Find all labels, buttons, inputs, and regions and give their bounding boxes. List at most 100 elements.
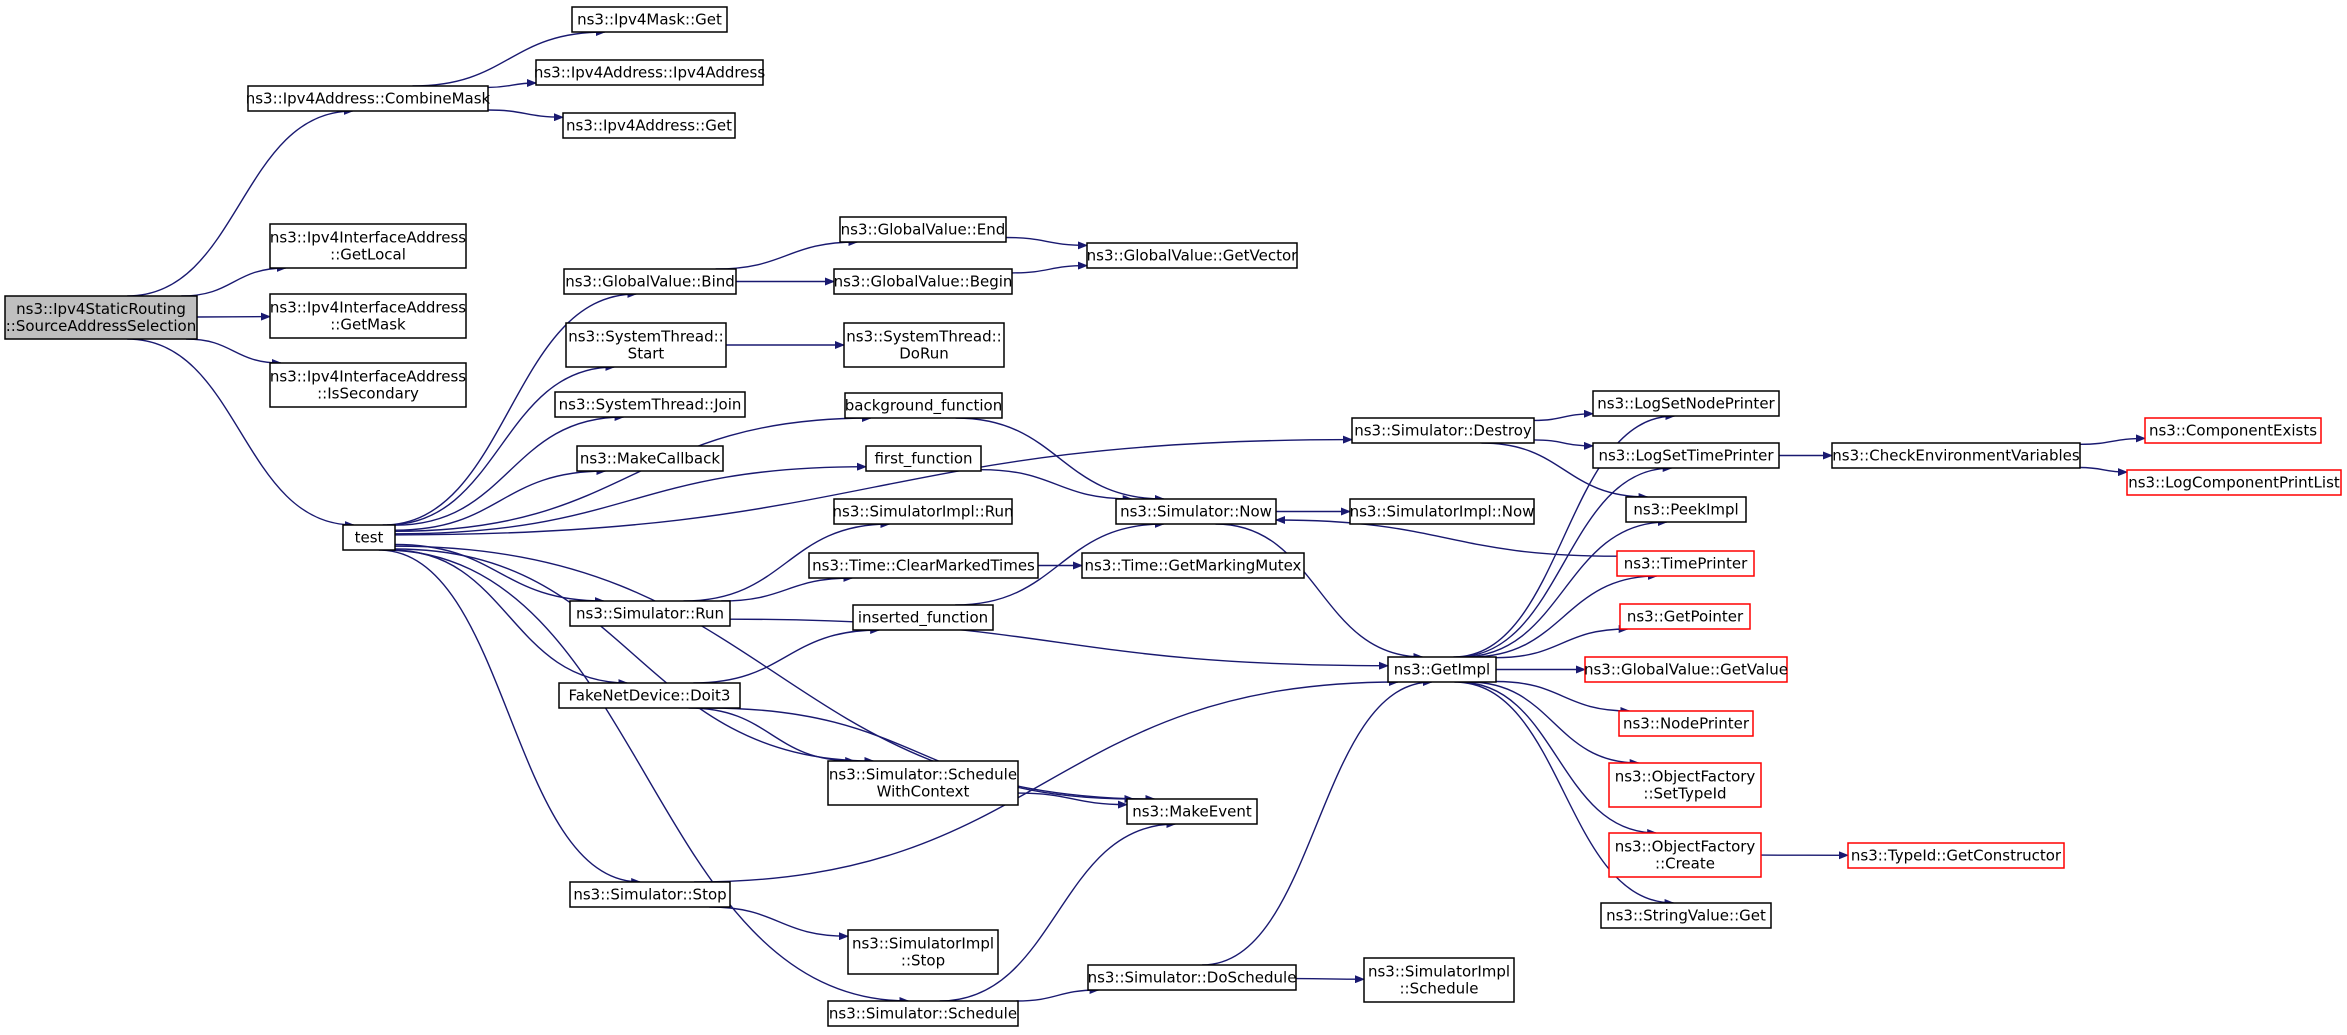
edge-getImpl-to-getPointer <box>1495 625 1629 659</box>
edge-test-to-stJoin <box>394 413 625 526</box>
node-implSched[interactable]: ns3::SimulatorImpl::Schedule <box>1363 957 1515 1003</box>
node-combine[interactable]: ns3::Ipv4Address::CombineMask <box>246 85 491 112</box>
node-box <box>554 391 746 418</box>
node-label: ns3::Simulator::Destroy <box>1354 422 1532 440</box>
node-firstfn[interactable]: first_function <box>865 445 982 472</box>
edge-getImpl-to-logNode <box>1453 412 1676 658</box>
node-logTime[interactable]: ns3::LogSetTimePrinter <box>1592 442 1780 469</box>
node-getImpl[interactable]: ns3::GetImpl <box>1387 656 1497 683</box>
node-getMarking[interactable]: ns3::Time::GetMarkingMutex <box>1081 552 1305 579</box>
node-label: ::SourceAddressSelection <box>6 317 197 335</box>
node-timePrinter[interactable]: ns3::TimePrinter <box>1616 550 1755 577</box>
edge-simStop-to-implStop <box>709 906 849 941</box>
node-label: ns3::Simulator::Schedule <box>829 766 1017 784</box>
node-box <box>843 322 1005 368</box>
edge-getImpl-to-timePrinter <box>1470 572 1658 658</box>
node-peekImpl[interactable]: ns3::PeekImpl <box>1625 496 1747 523</box>
edge-simSched-to-makeEvent <box>939 820 1177 1002</box>
node-simImplNow[interactable]: ns3::SimulatorImpl::Now <box>1349 498 1535 525</box>
node-box <box>269 223 467 269</box>
node-simRun[interactable]: ns3::Simulator::Run <box>569 600 731 627</box>
node-ofSetTypeId[interactable]: ns3::ObjectFactory::SetTypeId <box>1608 762 1762 808</box>
node-test[interactable]: test <box>342 524 396 551</box>
node-box <box>569 881 731 908</box>
node-box <box>1625 496 1747 523</box>
node-box <box>1592 390 1780 417</box>
node-box <box>1087 964 1297 991</box>
node-maskget[interactable]: ns3::Ipv4Mask::Get <box>571 6 728 33</box>
node-label: ns3::Ipv4Address::Get <box>566 117 732 135</box>
node-label: ns3::GlobalValue::Bind <box>565 273 735 291</box>
node-label: ns3::SystemThread:: <box>846 328 1001 346</box>
node-label: ns3::GetPointer <box>1627 608 1744 626</box>
node-doSched[interactable]: ns3::Simulator::DoSchedule <box>1087 964 1297 991</box>
edge-simDestroy-to-logTime <box>1533 439 1594 450</box>
node-logCompList[interactable]: ns3::LogComponentPrintList <box>2126 469 2342 496</box>
node-issec[interactable]: ns3::Ipv4InterfaceAddress::IsSecondary <box>269 362 467 408</box>
node-label: test <box>355 529 384 547</box>
node-box <box>865 445 982 472</box>
node-label: FakeNetDevice::Doit3 <box>569 687 731 705</box>
node-simNow[interactable]: ns3::Simulator::Now <box>1115 498 1277 525</box>
edge-combine-to-addrctor <box>487 79 537 89</box>
node-root[interactable]: ns3::Ipv4StaticRouting::SourceAddressSel… <box>4 295 198 340</box>
node-box <box>1349 498 1535 525</box>
node-gvbegin[interactable]: ns3::GlobalValue::Begin <box>833 268 1013 295</box>
node-box <box>1619 603 1751 630</box>
node-gvvec[interactable]: ns3::GlobalValue::GetVector <box>1086 242 1298 269</box>
node-simImplRun[interactable]: ns3::SimulatorImpl::Run <box>833 498 1014 525</box>
node-stStart[interactable]: ns3::SystemThread::Start <box>565 322 727 368</box>
edge-simDestroy-to-peekImpl <box>1481 442 1649 501</box>
edge-simNow-to-getImpl <box>1215 523 1424 661</box>
node-box <box>563 268 737 295</box>
node-makeEvent[interactable]: ns3::MakeEvent <box>1126 798 1258 825</box>
node-label: ns3::Ipv4InterfaceAddress <box>270 368 466 386</box>
edge-checkEnv-to-logCompList <box>2079 466 2128 477</box>
node-label: ns3::SimulatorImpl::Run <box>833 503 1014 521</box>
node-insertedfn[interactable]: inserted_function <box>852 604 994 631</box>
nodes: ns3::Ipv4StaticRouting::SourceAddressSel… <box>4 6 2342 1027</box>
node-getCtor[interactable]: ns3::TypeId::GetConstructor <box>1847 842 2065 869</box>
node-stJoin[interactable]: ns3::SystemThread::Join <box>554 391 746 418</box>
node-box <box>1847 842 2065 869</box>
node-checkEnv[interactable]: ns3::CheckEnvironmentVariables <box>1831 442 2081 469</box>
node-ofCreate[interactable]: ns3::ObjectFactory::Create <box>1608 832 1762 878</box>
edge-combine-to-maskget <box>412 28 606 87</box>
edge-doit3-to-insertedfn <box>693 626 881 684</box>
node-label: ::IsSecondary <box>317 385 419 403</box>
node-box <box>571 6 728 33</box>
node-addrget[interactable]: ns3::Ipv4Address::Get <box>562 112 736 139</box>
node-makecb[interactable]: ns3::MakeCallback <box>576 445 724 472</box>
node-gvGetValue[interactable]: ns3::GlobalValue::GetValue <box>1584 656 1788 683</box>
node-compExists[interactable]: ns3::ComponentExists <box>2144 417 2322 444</box>
node-simSched[interactable]: ns3::Simulator::Schedule <box>827 1000 1019 1027</box>
node-label: first_function <box>874 450 972 469</box>
node-clearMarked[interactable]: ns3::Time::ClearMarkedTimes <box>808 552 1039 579</box>
node-stDoRun[interactable]: ns3::SystemThread::DoRun <box>843 322 1005 368</box>
node-getmask[interactable]: ns3::Ipv4InterfaceAddress::GetMask <box>269 293 467 339</box>
node-label: ns3::Time::GetMarkingMutex <box>1085 557 1302 575</box>
node-simStop[interactable]: ns3::Simulator::Stop <box>569 881 731 908</box>
edge-doSched-to-implSched <box>1295 975 1365 984</box>
node-label: ns3::Time::ClearMarkedTimes <box>812 557 1035 575</box>
node-gvend[interactable]: ns3::GlobalValue::End <box>839 216 1007 243</box>
edge-checkEnv-to-compExists <box>2079 434 2146 445</box>
node-logNode[interactable]: ns3::LogSetNodePrinter <box>1592 390 1780 417</box>
node-getlocal[interactable]: ns3::Ipv4InterfaceAddress::GetLocal <box>269 223 467 269</box>
edge-simRun-to-getImpl <box>729 618 1389 670</box>
node-strGet[interactable]: ns3::StringValue::Get <box>1600 902 1772 929</box>
node-bgfn[interactable]: background_function <box>844 392 1003 419</box>
node-gvbind[interactable]: ns3::GlobalValue::Bind <box>563 268 737 295</box>
node-doit3[interactable]: FakeNetDevice::Doit3 <box>558 682 741 709</box>
node-label: background_function <box>845 397 1003 416</box>
node-nodePrinter[interactable]: ns3::NodePrinter <box>1618 710 1754 737</box>
node-simDestroy[interactable]: ns3::Simulator::Destroy <box>1351 417 1535 444</box>
node-implStop[interactable]: ns3::SimulatorImpl::Stop <box>847 929 999 975</box>
edge-gvend-to-gvvec <box>1005 236 1088 250</box>
edge-getImpl-to-logTime <box>1456 464 1673 658</box>
node-addrctor[interactable]: ns3::Ipv4Address::Ipv4Address <box>534 59 765 86</box>
edge-firstfn-to-simNow <box>980 469 1133 503</box>
edge-test-to-gvbind <box>382 290 638 526</box>
node-getPointer[interactable]: ns3::GetPointer <box>1619 603 1751 630</box>
